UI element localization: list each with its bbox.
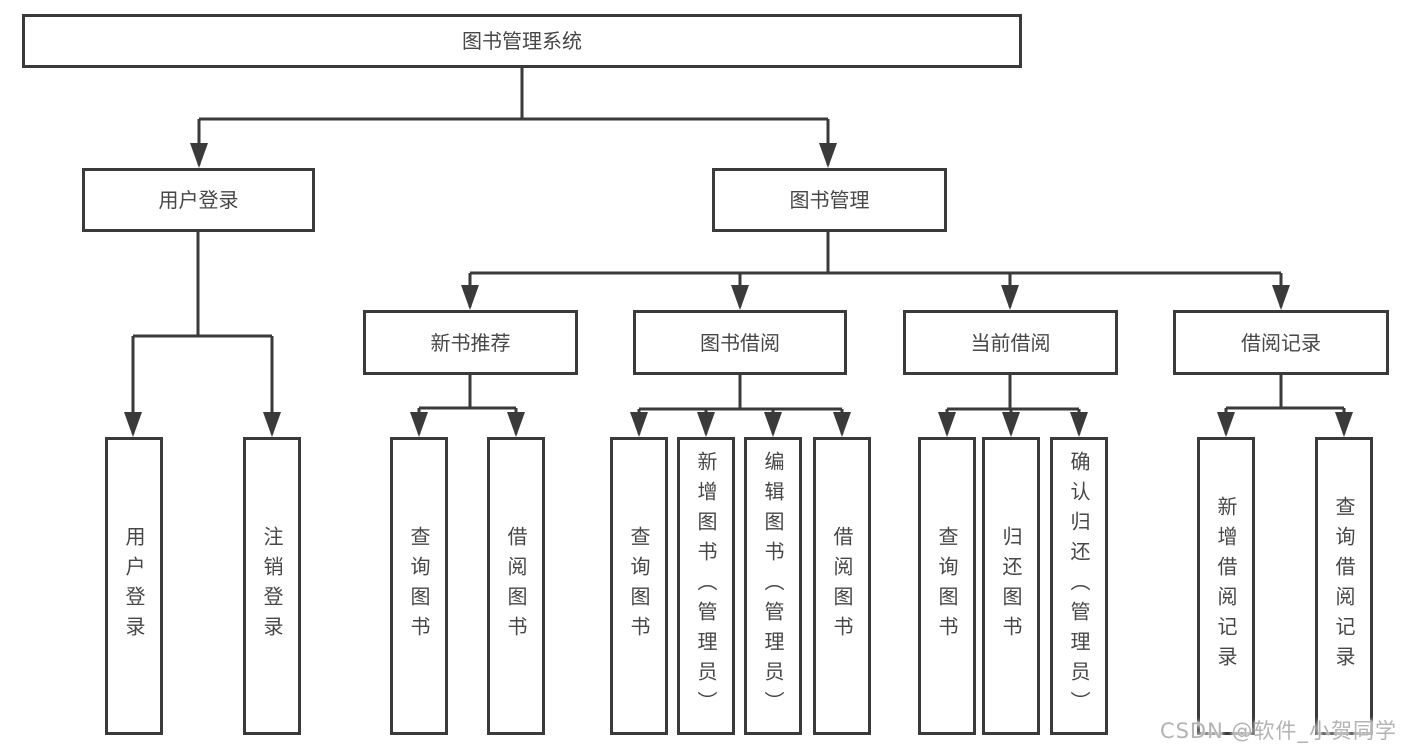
- node-user-login: 用户登录: [82, 168, 315, 232]
- node-current-borrowing: 当前借阅: [903, 310, 1118, 375]
- node-library-management-system: 图书管理系统: [22, 14, 1022, 68]
- node-leaf-add-books-admin: 新增图书（管理员）: [677, 437, 735, 735]
- node-leaf-borrow-books-2: 借阅图书: [813, 437, 871, 735]
- node-leaf-query-books-2: 查询图书: [610, 437, 668, 735]
- node-leaf-return-books: 归还图书: [982, 437, 1040, 735]
- node-borrowing-records: 借阅记录: [1173, 310, 1389, 375]
- node-leaf-query-books-3: 查询图书: [918, 437, 976, 735]
- node-book-management: 图书管理: [712, 168, 947, 232]
- node-leaf-query-borrow-record: 查询借阅记录: [1315, 437, 1373, 735]
- node-book-borrowing: 图书借阅: [633, 310, 847, 375]
- node-leaf-user-login: 用户登录: [105, 437, 163, 735]
- node-leaf-borrow-books-1: 借阅图书: [487, 437, 545, 735]
- node-leaf-query-books-1: 查询图书: [390, 437, 448, 735]
- arrowheads: [124, 143, 1353, 437]
- node-leaf-edit-books-admin: 编辑图书（管理员）: [744, 437, 802, 735]
- csdn-watermark: CSDN @软件_小贺同学: [1159, 719, 1397, 743]
- node-leaf-confirm-return-admin: 确认归还（管理员）: [1050, 437, 1108, 735]
- node-leaf-logout: 注销登录: [243, 437, 301, 735]
- node-new-book-recommendation: 新书推荐: [363, 310, 578, 375]
- node-leaf-add-borrow-record: 新增借阅记录: [1197, 437, 1255, 735]
